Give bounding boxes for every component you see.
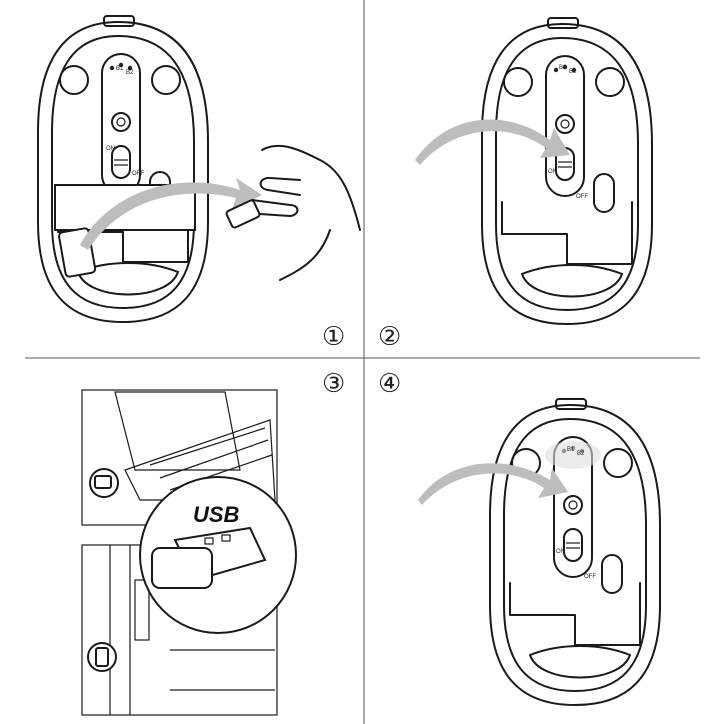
svg-text:USB: USB (193, 502, 240, 527)
svg-text:ON: ON (548, 169, 557, 175)
svg-text:OFF: OFF (576, 194, 588, 200)
arrow-icon (415, 119, 570, 165)
svg-text:B2: B2 (577, 451, 585, 457)
step-number: ③ (322, 369, 345, 399)
arrow-icon (418, 463, 568, 505)
svg-text:OFF: OFF (132, 171, 144, 177)
step-2-switch-on: ON OFF B1 B2 ② (378, 17, 653, 352)
step-number: ④ (378, 369, 401, 399)
svg-text:B1: B1 (559, 65, 567, 71)
arrow-icon (80, 178, 262, 250)
step-number: ② (378, 322, 401, 352)
svg-text:ON: ON (556, 549, 565, 555)
step-3-plug-receiver: USB ③ (81, 369, 345, 716)
svg-text:B1: B1 (116, 66, 124, 72)
svg-text:B1: B1 (567, 447, 575, 453)
step-number: ① (322, 322, 345, 352)
hand-icon (225, 144, 361, 281)
svg-text:OFF: OFF (584, 574, 596, 580)
step-4-pair-button: ON OFF B1 B2 ④ (378, 369, 661, 706)
svg-text:B2: B2 (126, 70, 134, 76)
svg-text:ON: ON (106, 146, 115, 152)
svg-text:B2: B2 (569, 69, 577, 75)
step-1-remove-receiver: ON OFF B1 B2 ① (37, 15, 361, 352)
usb-receiver-icon (151, 526, 267, 589)
